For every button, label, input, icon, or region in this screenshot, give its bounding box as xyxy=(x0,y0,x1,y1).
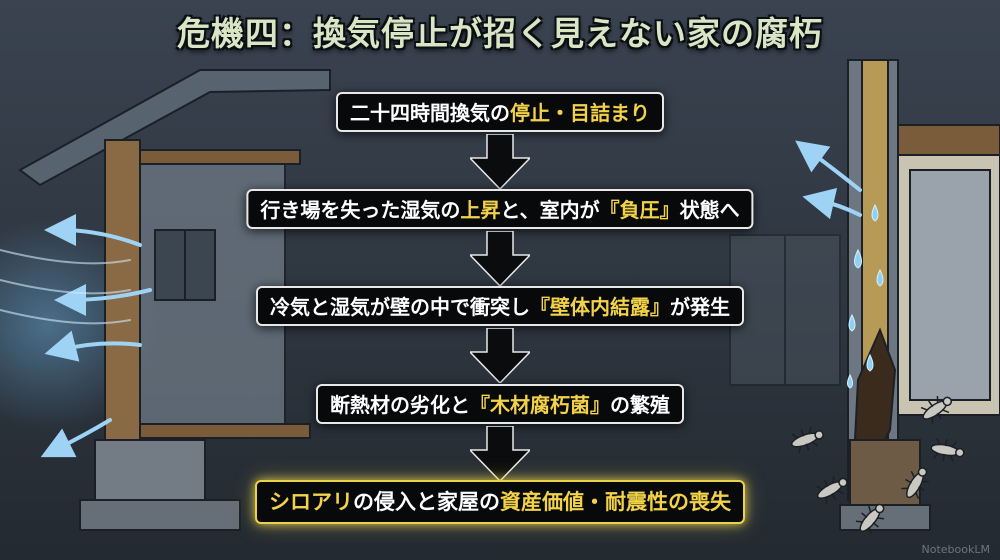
down-arrow-icon xyxy=(470,426,530,481)
step-highlight-text: 『負圧』 xyxy=(599,198,680,222)
termite-icon xyxy=(901,467,929,499)
water-drop-icon xyxy=(848,313,856,332)
flow-step-3: 冷気と湿気が壁の中で衝突し『壁体内結露』が発生 xyxy=(256,286,744,326)
step-text: 冷気と湿気が壁の中で衝突し xyxy=(270,295,530,319)
airflow-arrow-icon xyxy=(44,330,142,362)
water-drop-icon xyxy=(847,373,853,389)
step-highlight-text: 停止・目詰まり xyxy=(510,101,650,125)
water-drop-icon xyxy=(871,203,879,222)
right-wall-section xyxy=(839,59,1000,531)
step-text: の繁殖 xyxy=(610,393,670,417)
flow-step-4: 断熱材の劣化と『木材腐朽菌』の繁殖 xyxy=(316,384,684,424)
page-title: 危機四：換気停止が招く見えない家の腐朽 xyxy=(177,14,823,53)
water-drops xyxy=(847,203,884,389)
airflow-stream xyxy=(0,309,131,325)
airflow-arrow-icon xyxy=(44,214,142,247)
step-highlight-text: 『壁体内結露』 xyxy=(530,295,670,319)
airflow-arrow-icon xyxy=(795,140,862,192)
airflow-arrows-right xyxy=(795,140,862,220)
down-arrow-icon xyxy=(470,231,530,286)
step-text: 断熱材の劣化と xyxy=(330,393,470,417)
termite-icon xyxy=(855,503,885,535)
termite-icon xyxy=(920,396,953,424)
airflow-arrows-left xyxy=(0,214,152,458)
step-text: 二十四時間換気の xyxy=(350,101,510,125)
step-highlight-text: 上昇 xyxy=(460,198,501,222)
step-text: が発生 xyxy=(670,295,730,319)
termite-icon xyxy=(816,476,848,504)
mid-background-house xyxy=(729,234,841,386)
flow-step-1: 二十四時間換気の停止・目詰まり xyxy=(336,92,664,132)
step-highlight-text: 資産価値・耐震性の喪失 xyxy=(500,490,731,514)
water-drop-icon xyxy=(854,248,862,269)
step-text: の侵入と家屋の xyxy=(353,490,500,514)
step-highlight-text: 『木材腐朽菌』 xyxy=(470,393,610,417)
flow-step-2: 行き場を失った湿気の上昇と、室内が『負圧』状態へ xyxy=(246,189,754,229)
airflow-arrow-icon xyxy=(54,283,152,316)
airflow-arrow-icon xyxy=(802,187,862,220)
down-arrow-icon xyxy=(470,134,530,189)
down-arrow-icon xyxy=(470,328,530,383)
step-text: と、室内が xyxy=(500,198,600,222)
airflow-stream xyxy=(0,279,131,295)
step-highlight-text: シロアリ xyxy=(269,490,353,514)
flow-step-5-final: シロアリの侵入と家屋の資産価値・耐震性の喪失 xyxy=(255,480,745,524)
termite-icon xyxy=(790,427,824,453)
airflow-stream xyxy=(0,249,131,265)
water-drop-icon xyxy=(866,353,874,372)
step-text: 行き場を失った湿気の xyxy=(260,198,461,222)
airflow-arrow-icon xyxy=(40,418,112,458)
termite-icon xyxy=(930,438,965,462)
step-text: 状態へ xyxy=(679,198,740,222)
watermark: NotebookLM xyxy=(921,543,990,556)
water-drop-icon xyxy=(876,268,884,287)
termites xyxy=(790,396,965,535)
